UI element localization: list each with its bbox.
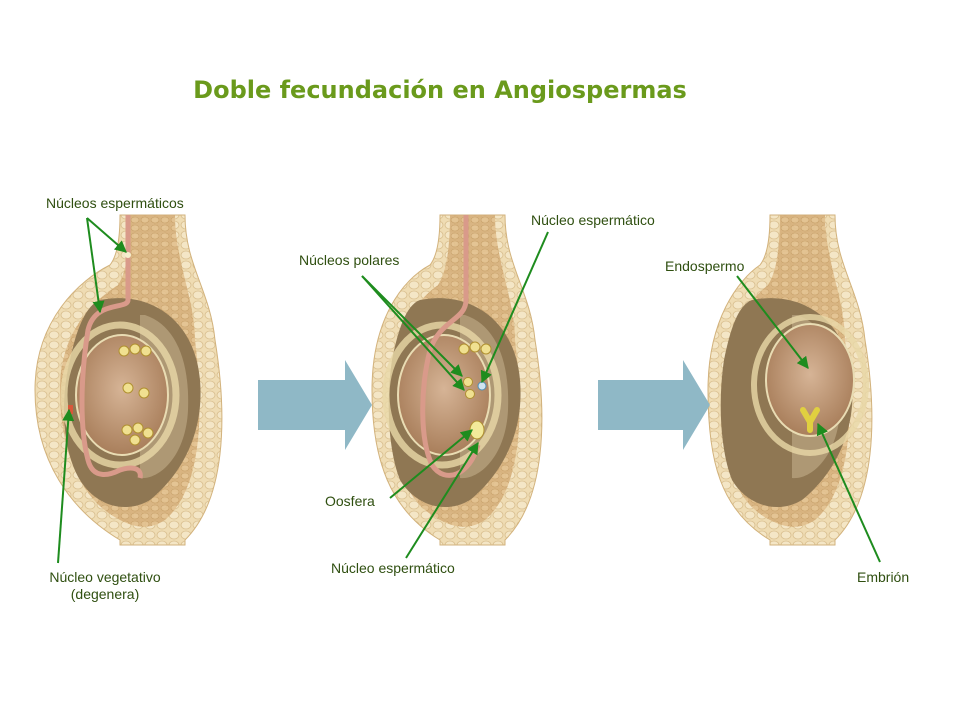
process-arrow-1 bbox=[258, 360, 372, 450]
pointer-sperm-nuclei-2 bbox=[86, 217, 105, 314]
label-endosperm: Endospermo bbox=[665, 258, 745, 274]
pointer-embryo bbox=[816, 422, 881, 563]
pointer-sperm-nuclei-1 bbox=[86, 217, 127, 253]
pointer-vegetative bbox=[57, 408, 75, 564]
pointer-oosphere bbox=[389, 429, 473, 499]
label-sperm-nuclei: Núcleos espermáticos bbox=[46, 195, 184, 211]
pointer-polar-2 bbox=[361, 275, 465, 391]
label-vegetative-line2: (degenera) bbox=[70, 586, 140, 602]
pointer-polar-1 bbox=[361, 275, 463, 377]
page-title: Doble fecundación en Angiospermas bbox=[193, 76, 687, 104]
label-oosphere: Oosfera bbox=[325, 493, 375, 509]
ovule-3 bbox=[707, 214, 873, 546]
label-vegetative-nucleus: Núcleo vegetativo (degenera) bbox=[30, 569, 180, 603]
label-embryo: Embrión bbox=[857, 569, 910, 585]
pointer-sperm-top bbox=[480, 231, 549, 384]
label-polar-nuclei: Núcleos polares bbox=[299, 252, 400, 268]
process-arrow-2 bbox=[598, 360, 710, 450]
label-vegetative-line1: Núcleo vegetativo bbox=[49, 569, 161, 585]
pointer-endosperm bbox=[736, 275, 809, 369]
label-sperm-nucleus-bottom: Núcleo espermático bbox=[331, 560, 455, 576]
pointer-sperm-bottom bbox=[405, 441, 479, 559]
label-sperm-nucleus-top: Núcleo espermático bbox=[531, 212, 655, 228]
